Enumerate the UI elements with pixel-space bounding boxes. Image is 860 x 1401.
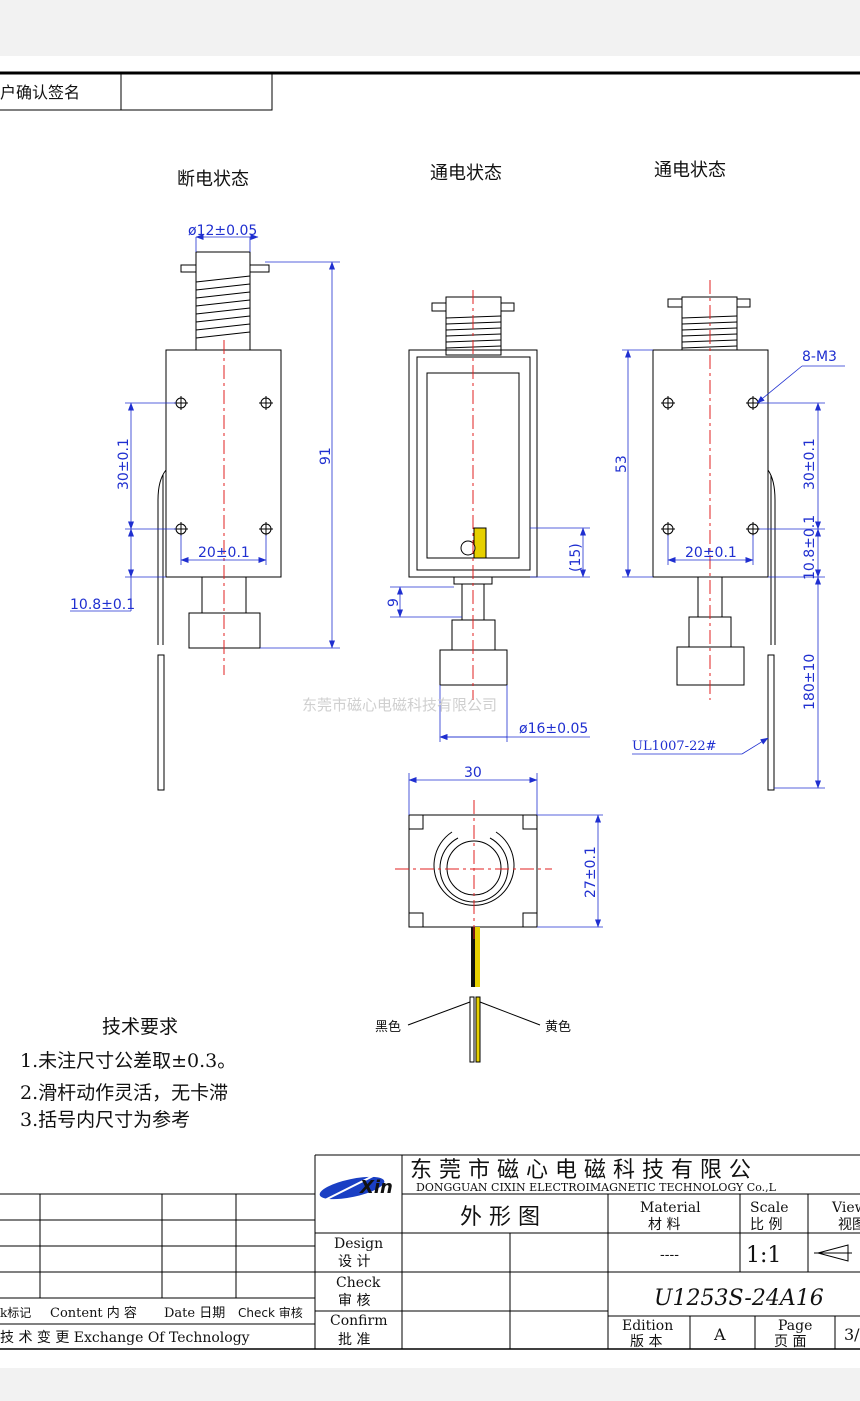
dim-stroke-ref: (15) <box>568 543 584 572</box>
material-label-en: Material <box>640 1200 701 1216</box>
dim-hole-vertical: 30±0.1 <box>116 438 132 490</box>
title-block-grid <box>0 1154 860 1350</box>
view-title-deenergized: 断电状态 <box>177 169 249 190</box>
view-top-dimensions <box>408 773 603 928</box>
view-deenergized-dimensions <box>70 234 340 649</box>
dim-hole-vertical-2: 30±0.1 <box>802 438 818 490</box>
dim-plunger-gap: 9 <box>386 598 402 607</box>
dim-top-width: 30 <box>464 765 482 781</box>
tech-requirement-1: 1.未注尺寸公差取±0.3。 <box>20 1050 236 1072</box>
revision-mark-label: k标记 <box>0 1306 31 1320</box>
logo-text: Xin <box>359 1177 393 1198</box>
company-watermark: 东莞市磁心电磁科技有限公司 <box>302 696 497 714</box>
exchange-of-technology: 技 术 变 更 Exchange Of Technology <box>0 1330 250 1346</box>
tech-requirement-2: 2.滑杆动作灵活，无卡滞 <box>20 1082 228 1104</box>
material-label-cn: 材 料 <box>648 1217 680 1233</box>
page-label-cn: 页 面 <box>774 1334 806 1350</box>
view-label-en: View <box>831 1200 860 1216</box>
tech-requirements-title: 技术要求 <box>102 1016 178 1038</box>
view-label-cn: 视图 <box>838 1217 860 1233</box>
view-energized-side-dimensions <box>622 349 845 789</box>
material-value: ---- <box>660 1247 679 1263</box>
dim-top-height: 27±0.1 <box>583 846 599 898</box>
edition-label-cn: 版 本 <box>630 1334 662 1350</box>
check-label-en: Check <box>336 1275 381 1291</box>
dim-plunger-diameter: ø16±0.05 <box>519 721 588 737</box>
dim-shaft-diameter: ø12±0.05 <box>188 223 257 239</box>
check-label-cn: 审 核 <box>338 1293 370 1309</box>
view-top <box>395 800 552 1063</box>
dim-hole-horizontal: 20±0.1 <box>198 545 250 561</box>
company-name-en: DONGGUAN CIXIN ELECTROIMAGNETIC TECHNOLO… <box>416 1181 777 1194</box>
view-title-energized-1: 通电状态 <box>430 163 502 184</box>
dim-lead-length: 180±10 <box>802 654 818 710</box>
scale-value: 1:1 <box>746 1243 781 1268</box>
edition-value: A <box>713 1325 726 1344</box>
design-label-cn: 设 计 <box>338 1254 370 1270</box>
dim-thread: 8-M3 <box>802 349 837 365</box>
customer-confirm-label: 户确认签名 <box>0 83 80 102</box>
technical-drawing: 户确认签名 断电状态 通电状态 通电状态 ø12±0.05 91 30±0.1 … <box>0 71 860 1350</box>
dim-wire-spec: UL1007-22# <box>632 739 717 754</box>
wire-black-label: 黑色 <box>375 1019 401 1035</box>
customer-confirm-box <box>0 72 273 111</box>
edition-label-en: Edition <box>622 1318 673 1334</box>
confirm-label-en: Confirm <box>330 1313 387 1329</box>
dim-bottom-offset: 10.8±0.1 <box>70 597 135 613</box>
view-deenergized <box>157 251 282 791</box>
page-label-en: Page <box>778 1318 812 1334</box>
revision-check-label: Check 审核 <box>238 1305 303 1320</box>
view-energized-side <box>652 280 776 791</box>
view-projection-symbol <box>814 1244 852 1262</box>
tech-requirement-3: 3.括号内尺寸为参考 <box>20 1109 190 1131</box>
scale-label-en: Scale <box>750 1200 789 1216</box>
drawing-name: 外 形 图 <box>460 1205 540 1230</box>
dim-bottom-offset-2: 10.8±0.1 <box>802 515 818 580</box>
wire-yellow-label: 黄色 <box>545 1019 571 1035</box>
drawing-sheet: 户确认签名 断电状态 通电状态 通电状态 ø12±0.05 91 30±0.1 … <box>0 56 860 1368</box>
company-logo <box>319 1169 386 1201</box>
dim-frame-height: 53 <box>614 455 630 473</box>
revision-content-label: Content 内 容 <box>50 1305 137 1321</box>
company-name-cn: 东 莞 市 磁 心 电 磁 科 技 有 限 公 <box>410 1158 751 1183</box>
revision-date-label: Date 日期 <box>164 1306 225 1321</box>
part-number: U1253S-24A16 <box>654 1286 824 1311</box>
confirm-label-cn: 批 准 <box>338 1332 370 1348</box>
page-value: 3/ <box>844 1325 860 1344</box>
scale-label-cn: 比 例 <box>750 1217 782 1233</box>
view-energized-front <box>408 290 538 700</box>
view-energized-front-dimensions <box>390 527 590 742</box>
dim-hole-horizontal-2: 20±0.1 <box>685 545 737 561</box>
design-label-en: Design <box>334 1236 383 1252</box>
drawing-labels: 户确认签名 断电状态 通电状态 通电状态 ø12±0.05 91 30±0.1 … <box>0 83 860 1350</box>
dim-overall-length: 91 <box>318 447 334 465</box>
view-title-energized-2: 通电状态 <box>654 160 726 181</box>
